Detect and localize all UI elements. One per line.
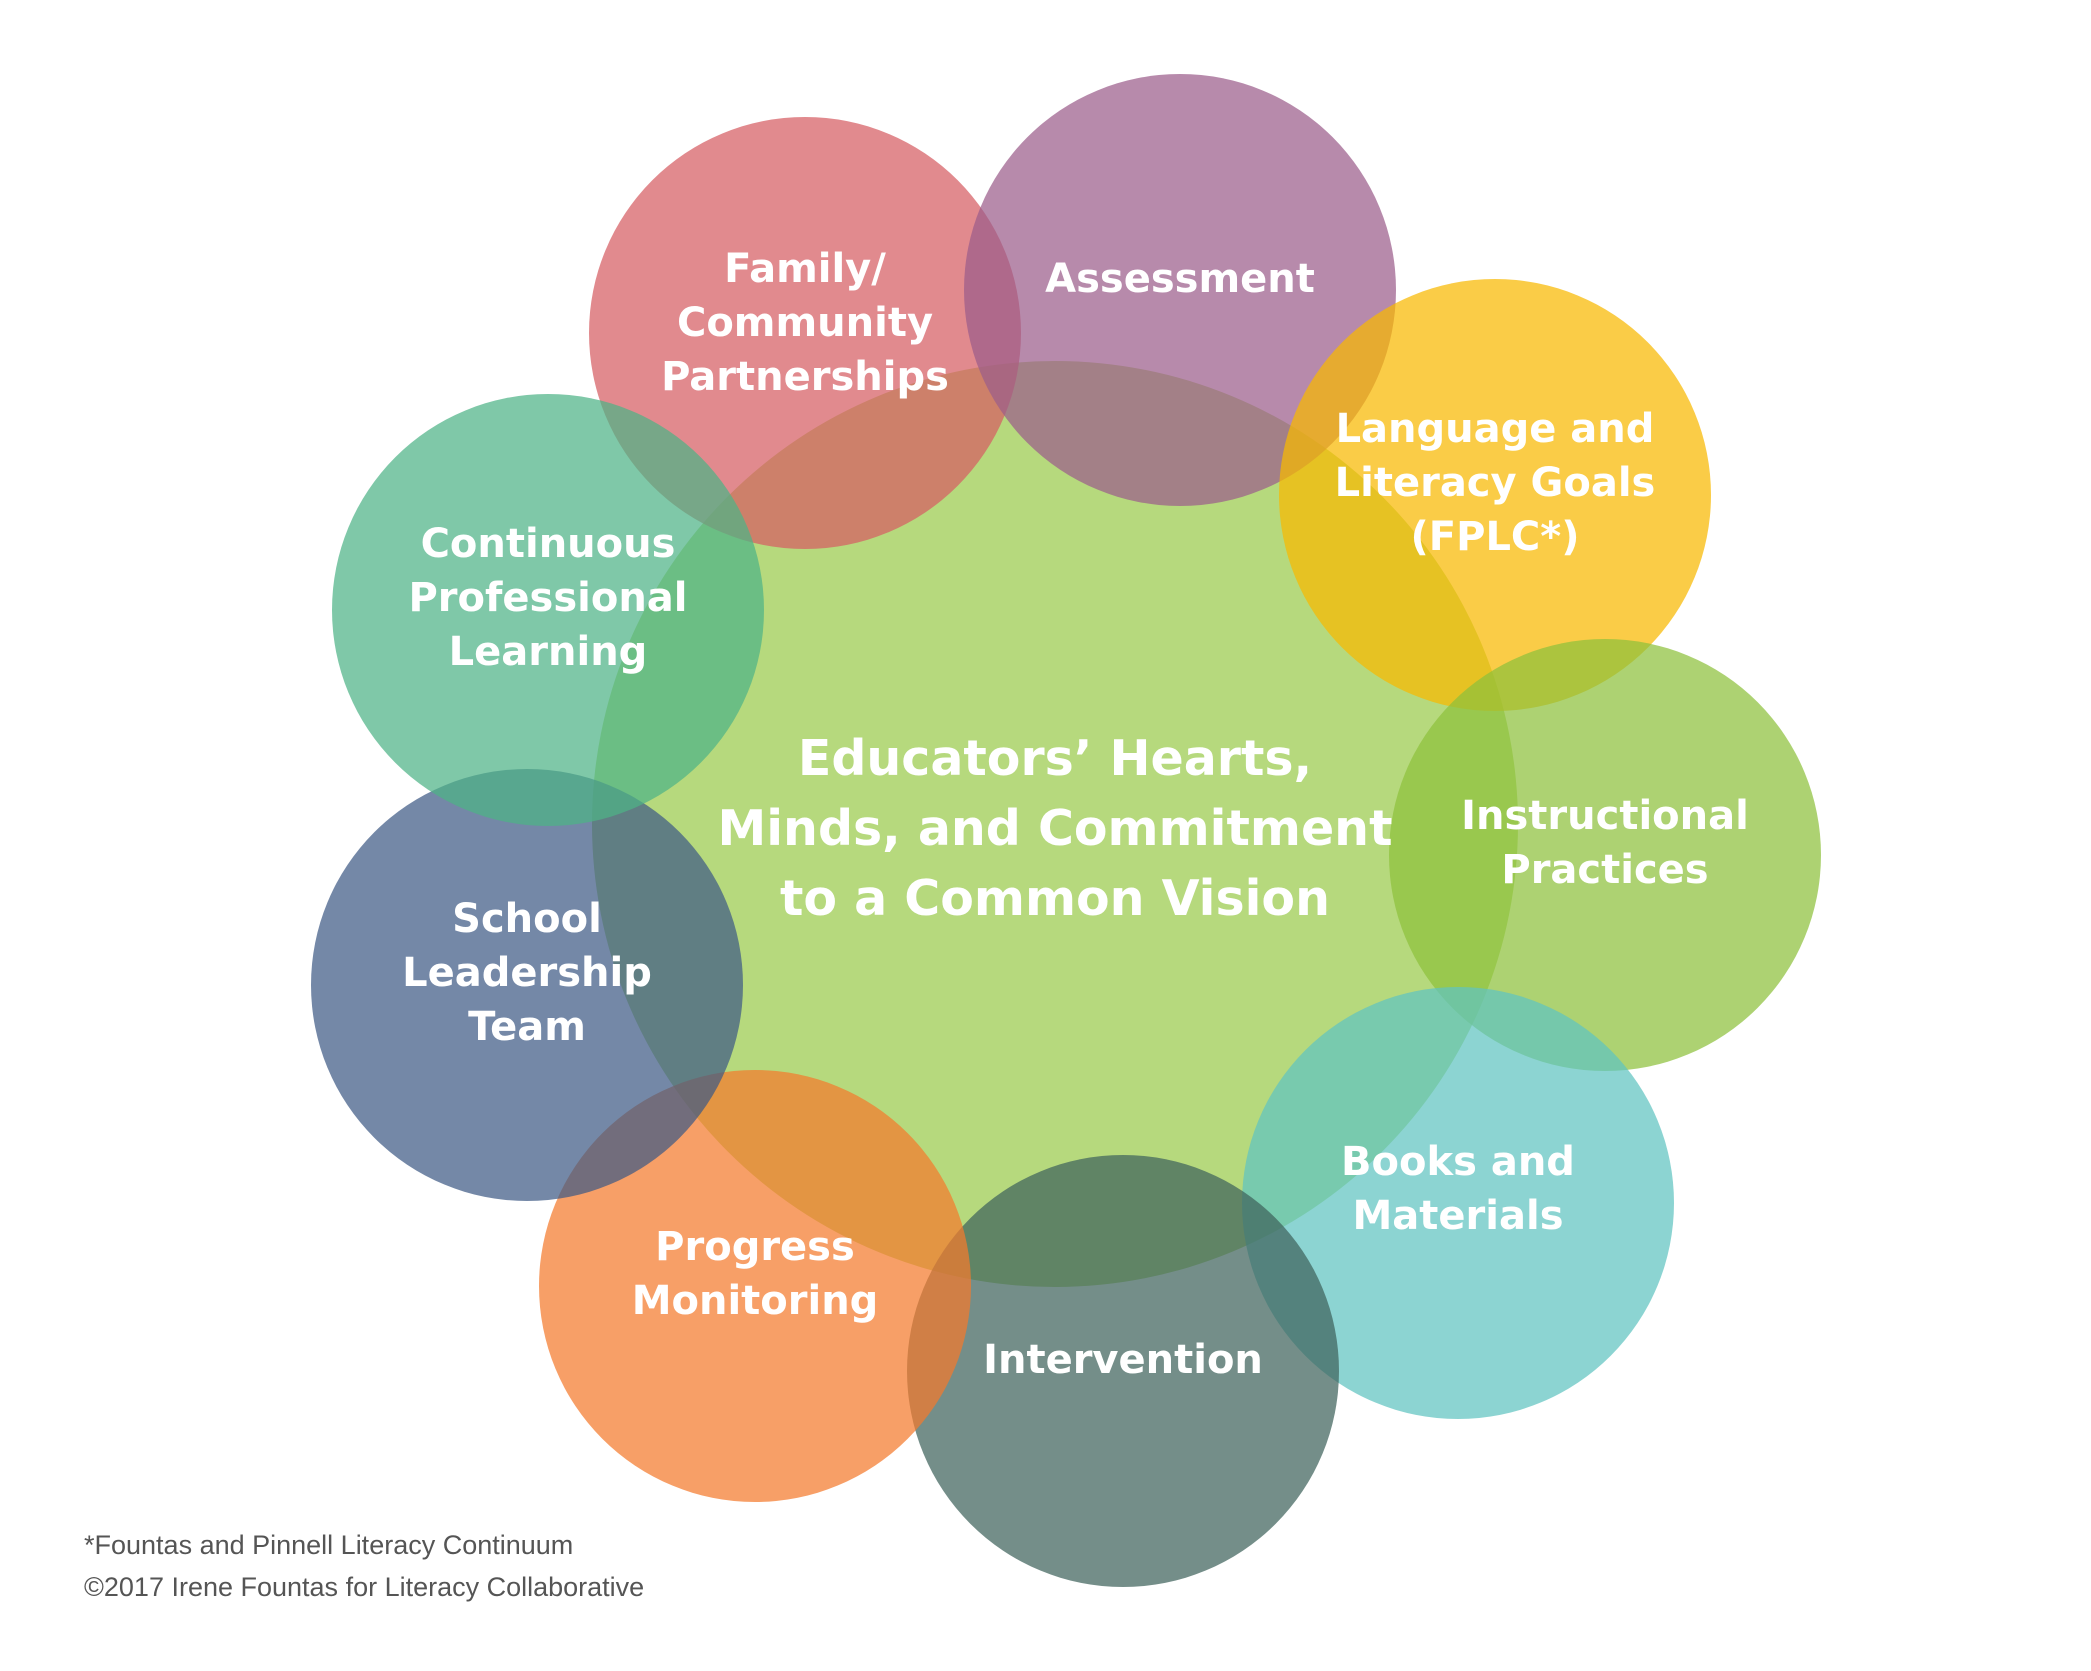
label-instructional-line: Instructional xyxy=(1461,793,1749,839)
center-label: Educators’ Hearts, Minds, and Commitment t… xyxy=(718,730,1393,927)
circle-professional xyxy=(332,394,764,826)
circle-progress xyxy=(539,1070,971,1502)
label-leadership-line: Leadership xyxy=(402,950,652,996)
label-assessment-line: Assessment xyxy=(1045,256,1315,302)
center-label-line: to a Common Vision xyxy=(780,870,1330,927)
circle-books xyxy=(1242,987,1674,1419)
label-professional-line: Learning xyxy=(449,629,648,675)
circle-assessment xyxy=(964,74,1396,506)
label-books-line: Books and xyxy=(1341,1139,1575,1185)
center-label-line: Educators’ Hearts, xyxy=(798,730,1312,787)
circle-intervention xyxy=(907,1155,1339,1587)
circle-language xyxy=(1279,279,1711,711)
label-instructional-line: Practices xyxy=(1501,847,1708,893)
label-family-line: Community xyxy=(677,300,933,346)
label-professional-line: Continuous xyxy=(421,521,676,567)
label-leadership-line: School xyxy=(452,896,602,942)
label-books-line: Materials xyxy=(1353,1193,1564,1239)
label-family-line: Family/ xyxy=(724,246,886,292)
center-label-line: Minds, and Commitment xyxy=(718,800,1393,857)
label-language-line: (FPLC*) xyxy=(1411,514,1580,560)
circle-family xyxy=(589,117,1021,549)
center-ellipse xyxy=(592,361,1518,1287)
label-family-line: Partnerships xyxy=(661,354,949,400)
label-language-line: Literacy Goals xyxy=(1335,460,1656,506)
label-intervention-line: Intervention xyxy=(983,1337,1263,1383)
label-progress-line: Progress xyxy=(655,1224,855,1270)
outer-circles xyxy=(311,74,1821,1587)
label-leadership-line: Team xyxy=(468,1004,586,1050)
footnote-copyright: ©2017 Irene Fountas for Literacy Collabo… xyxy=(84,1572,645,1602)
label-progress-line: Monitoring xyxy=(632,1278,879,1324)
label-assessment: Assessment xyxy=(1045,256,1315,302)
label-professional-line: Professional xyxy=(408,575,687,621)
label-language-line: Language and xyxy=(1336,406,1655,452)
circle-leadership xyxy=(311,769,743,1201)
footnote-fplc: *Fountas and Pinnell Literacy Continuum xyxy=(84,1530,574,1560)
circle-instructional xyxy=(1389,639,1821,1071)
label-intervention: Intervention xyxy=(983,1337,1263,1383)
